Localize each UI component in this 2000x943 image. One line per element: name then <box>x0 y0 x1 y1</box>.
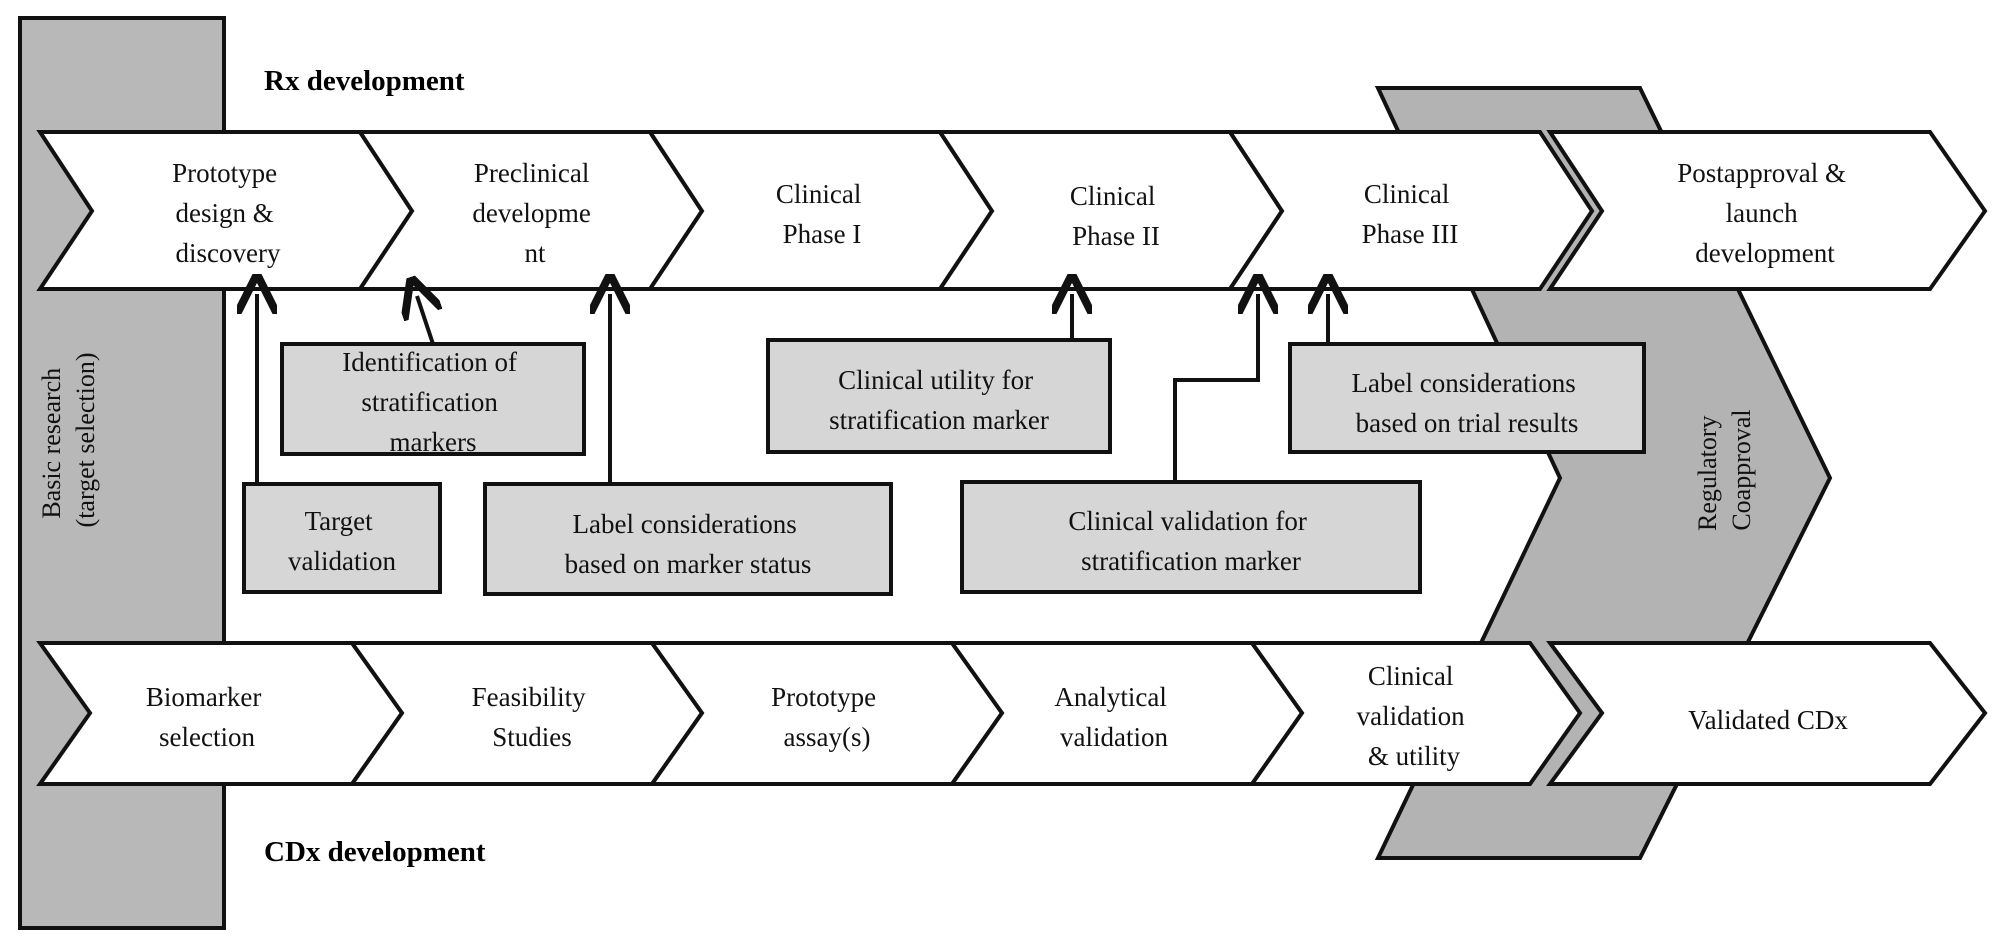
cdx-step-label-validated-cdx: Validated CDx <box>1688 705 1848 735</box>
rx-step-label-phase-2: Clinical Phase II <box>1070 181 1162 251</box>
regulatory-line1: Regulatory <box>1693 415 1722 531</box>
cdx-step-feasibility <box>348 641 705 786</box>
rx-step-postapproval <box>1546 130 1988 291</box>
rx-step-label-prototype: Prototype design & discovery <box>172 158 284 268</box>
rx-step-clinical-phase-1 <box>646 130 995 291</box>
rx-development-header: Rx development <box>264 65 465 97</box>
svg-text:Label considerations bas: Label considerations based on marker sta… <box>565 509 812 579</box>
svg-text:Clinical utility for str: Clinical utility for stratification mark… <box>829 365 1049 435</box>
cdx-development-header: CDx development <box>264 836 486 868</box>
regulatory-line2: Coapproval <box>1727 409 1756 530</box>
svg-text:Clinical validation for: Clinical validation for stratification m… <box>1068 506 1313 576</box>
cdx-step-label-analytical: Analytical validation <box>1054 682 1173 752</box>
svg-text:Target validation: Target validation <box>288 506 396 576</box>
arrow-identification <box>417 296 433 345</box>
cdx-step-prototype-assays <box>648 641 1005 786</box>
cdx-step-biomarker-selection <box>36 641 405 786</box>
annotation-box-clinical-validation: Clinical validation for stratification m… <box>960 480 1422 594</box>
rx-step-label-phase-1: Clinical Phase I <box>776 179 868 249</box>
annotation-box-target-validation: Target validation <box>242 482 442 594</box>
cdx-chevrons <box>36 641 1988 786</box>
cdx-step-validated-cdx <box>1546 641 1988 786</box>
rx-step-clinical-phase-3 <box>1226 130 1595 291</box>
cdx-step-analytical-validation <box>948 641 1305 786</box>
rx-step-label-phase-3: Clinical Phase III <box>1362 179 1459 249</box>
basic-research-line2: (target selection) <box>71 353 100 528</box>
cdx-step-label-prototype-assays: Prototype assay(s) <box>771 682 883 752</box>
cdx-step-clinical-validation-utility <box>1248 641 1583 786</box>
cdx-step-label-clinical-validation: Clinical validation & utility <box>1357 661 1472 771</box>
svg-text:Identification of strati: Identification of stratification markers <box>342 347 523 457</box>
annotation-box-label-trial-results: Label considerations based on trial resu… <box>1288 342 1646 454</box>
rx-chevrons <box>36 130 1988 291</box>
connector-arrows <box>257 294 1328 484</box>
rx-step-label-preclinical: Preclinical developme nt <box>472 158 597 268</box>
cdx-step-label-feasibility: Feasibility Studies <box>472 682 593 752</box>
regulatory-coapproval-label: Regulatory Coapproval <box>1693 409 1756 531</box>
cdx-step-label-biomarker: Biomarker selection <box>146 682 268 752</box>
annotation-box-clinical-utility: Clinical utility for stratification mark… <box>766 338 1112 454</box>
annotation-box-label-marker-status: Label considerations based on marker sta… <box>483 482 893 596</box>
basic-research-line1: Basic research <box>37 368 66 519</box>
rx-step-label-postapproval: Postapproval & launch development <box>1677 158 1853 268</box>
annotation-box-identification: Identification of stratification markers <box>280 342 586 457</box>
arrow-clinical-validation <box>1173 294 1258 482</box>
svg-text:Label considerations bas: Label considerations based on trial resu… <box>1352 368 1583 438</box>
basic-research-label: Basic research (target selection) <box>37 353 100 528</box>
